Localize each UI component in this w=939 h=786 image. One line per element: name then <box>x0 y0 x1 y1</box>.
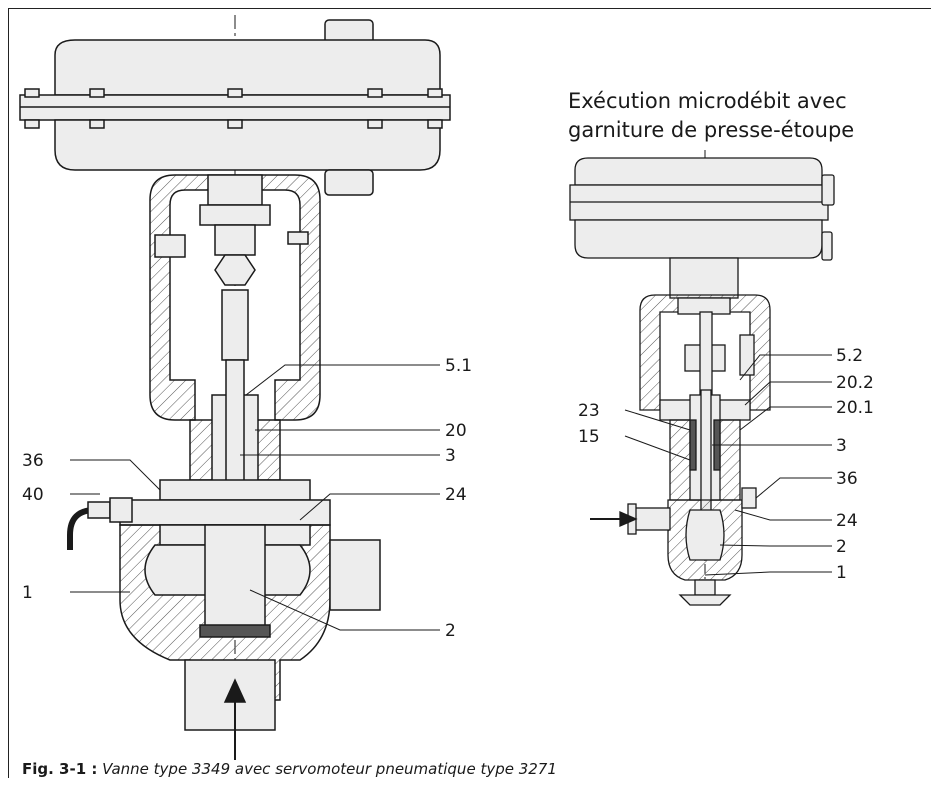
actuator-detail <box>569 157 835 299</box>
label-20-1: 20.1 <box>836 398 874 418</box>
label-40: 40 <box>22 485 44 505</box>
labels-detail: 5.2 20.2 23 20.1 15 3 36 24 2 1 <box>578 346 874 583</box>
detail-title-line1: Exécution microdébit avec <box>568 89 847 113</box>
detail-title-line2: garniture de presse-étoupe <box>568 118 854 142</box>
label-24: 24 <box>445 485 467 505</box>
leaders-main <box>70 364 440 631</box>
label-15: 15 <box>578 427 600 447</box>
label-2-detail: 2 <box>836 537 847 557</box>
figure-caption: Fig. 3-1 : Vanne type 3349 avec servomot… <box>22 760 557 778</box>
flow-arrow-main <box>223 678 247 760</box>
label-36: 36 <box>22 451 44 471</box>
detail-valve <box>569 150 835 606</box>
labels-main: 5.1 20 3 36 40 24 1 2 <box>22 356 472 641</box>
bonnet-main <box>119 359 331 526</box>
main-valve <box>19 15 451 760</box>
body-main <box>67 497 381 731</box>
leaders-detail <box>624 354 832 576</box>
flow-arrow-detail <box>590 511 638 527</box>
actuator-bolts <box>24 88 443 129</box>
label-5-1: 5.1 <box>445 356 472 376</box>
label-3-detail: 3 <box>836 436 847 456</box>
label-20: 20 <box>445 421 467 441</box>
valve-drawing: 5.1 20 3 36 40 24 1 2 Exécution microdéb… <box>19 15 874 760</box>
yoke-detail <box>639 294 771 411</box>
body-detail <box>627 487 757 606</box>
caption-figure-number: Fig. 3-1 : <box>22 760 98 778</box>
label-20-2: 20.2 <box>836 373 874 393</box>
label-1: 1 <box>22 583 33 603</box>
label-24-detail: 24 <box>836 511 858 531</box>
label-36-detail: 36 <box>836 469 858 489</box>
actuator-main <box>19 19 451 196</box>
label-23: 23 <box>578 401 600 421</box>
label-5-2: 5.2 <box>836 346 863 366</box>
figure-frame <box>8 8 931 778</box>
label-3: 3 <box>445 446 456 466</box>
bonnet-detail <box>659 389 751 536</box>
yoke-main <box>149 174 321 421</box>
label-2: 2 <box>445 621 456 641</box>
label-1-detail: 1 <box>836 563 847 583</box>
caption-text: Vanne type 3349 avec servomoteur pneumat… <box>102 760 557 778</box>
